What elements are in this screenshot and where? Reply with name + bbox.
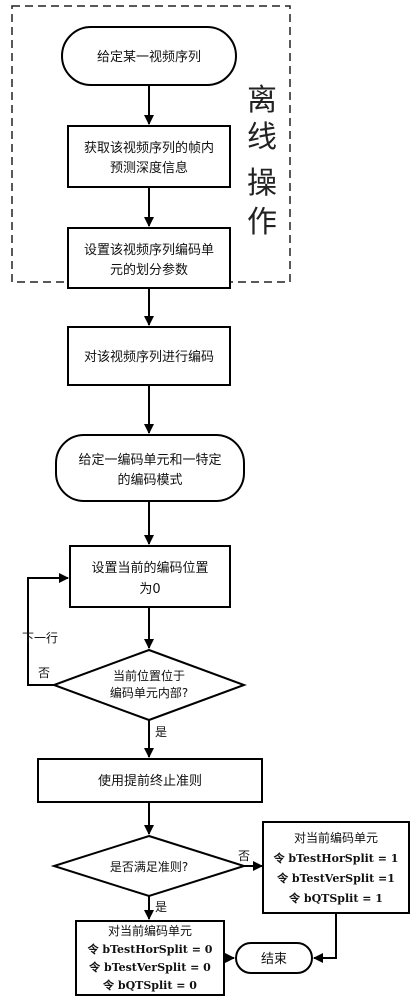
- edge-label-no: 否: [38, 666, 50, 680]
- edge-label-next-row: 下一行: [22, 631, 58, 645]
- set-params-node: [67, 227, 231, 289]
- offline-label-char: 作: [247, 205, 277, 240]
- set-pos-text-line: 为0: [139, 582, 160, 597]
- inside-decision-text-line: 编码单元内部?: [110, 685, 188, 700]
- offline-label-char: 离: [247, 83, 277, 118]
- set-no-text-line: 对当前编码单元: [294, 830, 378, 845]
- set-pos-node: [69, 545, 231, 608]
- encode-node-text: 对该视频序列进行编码: [84, 350, 214, 365]
- edge-label-yes: 是: [155, 725, 167, 739]
- satisfy-decision-text: 是否满足准则?: [110, 860, 188, 874]
- set-params-text-line: 元的划分参数: [110, 262, 188, 278]
- set-yes-node: [75, 920, 225, 996]
- given-cu-text-line: 的编码模式: [117, 472, 182, 488]
- end-node-text: 结束: [261, 952, 287, 967]
- start-node-text: 给定某一视频序列: [97, 50, 201, 65]
- edge-loop-back: [27, 573, 69, 686]
- set-yes-text-line: 对当前编码单元: [108, 923, 192, 938]
- given-cu-node: [55, 434, 245, 502]
- given-cu-text-line: 给定一编码单元和一特定: [78, 453, 221, 468]
- early-term-text: 使用提前终止准则: [98, 773, 202, 789]
- end-node: [235, 942, 313, 974]
- set-no-text-line: 令 bTestVerSplit =1: [276, 871, 395, 885]
- set-pos-text-line: 设置当前的编码位置: [91, 560, 208, 576]
- set-no-node: [262, 821, 410, 914]
- offline-label-char: 线: [247, 120, 277, 155]
- inside-decision: [51, 648, 247, 722]
- inside-decision-text-line: 当前位置位于: [113, 668, 185, 683]
- edge-label-no: 否: [238, 849, 250, 863]
- set-yes-text-line: 令 bTestHorSplit = 0: [87, 942, 213, 956]
- get-depth-text-line: 预测深度信息: [110, 160, 188, 176]
- set-yes-text-line: 令 bTestVerSplit = 0: [88, 960, 211, 974]
- set-yes-text-line: 令 bQTSplit = 0: [102, 978, 197, 992]
- offline-label-char: 操: [247, 166, 277, 201]
- set-no-text-line: 令 bQTSplit = 1: [288, 891, 383, 905]
- edge-label-yes: 是: [155, 900, 167, 914]
- get-depth-text-line: 获取该视频序列的帧内: [84, 140, 214, 156]
- set-params-text-line: 设置该视频序列编码单: [84, 243, 214, 258]
- early-term-node: [37, 758, 263, 803]
- set-no-text-line: 令 bTestHorSplit = 1: [273, 851, 399, 865]
- get-depth-node: [67, 125, 231, 188]
- edge: [313, 913, 337, 963]
